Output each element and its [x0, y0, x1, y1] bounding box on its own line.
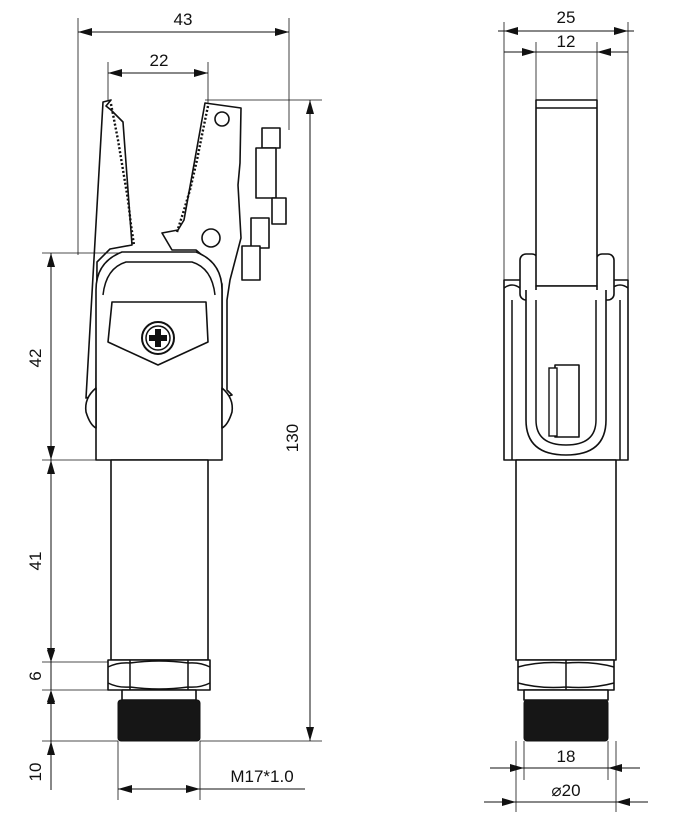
- body-tube: [110, 459, 209, 661]
- pivot-hole-upper: [214, 111, 230, 127]
- dim-overall-length: 130: [283, 424, 302, 452]
- side-latch: [554, 364, 580, 438]
- lever-block-3: [271, 197, 287, 225]
- front-view-dimensions: 43 22 130 42 41 6: [26, 10, 322, 800]
- dim-head-height: 42: [26, 349, 45, 368]
- lever-block-5: [241, 245, 261, 281]
- cover-screw-inner: [145, 325, 171, 351]
- pivot-hole-lower: [201, 228, 221, 248]
- head-housing-inner: [102, 261, 216, 296]
- side-knob-left: [84, 387, 97, 429]
- side-thread: [523, 699, 609, 742]
- side-actuator: [535, 99, 598, 287]
- side-view: [503, 99, 629, 742]
- right-jaw-serration: [175, 105, 210, 233]
- front-view: [84, 99, 287, 742]
- hex-nut-facets: [107, 660, 211, 690]
- dim-width-total: 43: [174, 10, 193, 29]
- dim-thread-length: 10: [26, 763, 45, 782]
- dim-body-dia: ⌀20: [551, 781, 580, 800]
- dim-body-length: 41: [26, 552, 45, 571]
- thread-collar: [121, 689, 197, 701]
- side-body-tube: [515, 459, 617, 661]
- dim-nut-height: 6: [26, 671, 45, 680]
- lever-block-1: [261, 127, 281, 149]
- side-view-dimensions: 25 12 18 ⌀20: [484, 8, 648, 812]
- dim-side-width: 25: [557, 8, 576, 27]
- dim-thread-spec: M17*1.0: [230, 767, 293, 786]
- thread: [117, 699, 201, 742]
- dim-jaw-opening: 22: [150, 51, 169, 70]
- dim-thread-dia: 18: [557, 747, 576, 766]
- lever-block-4: [250, 217, 270, 249]
- side-knob-right: [221, 387, 234, 429]
- screw-cross-icon: [149, 329, 167, 347]
- lever-block-2: [255, 147, 277, 199]
- dim-actuator-width: 12: [557, 32, 576, 51]
- hex-nut: [107, 659, 211, 691]
